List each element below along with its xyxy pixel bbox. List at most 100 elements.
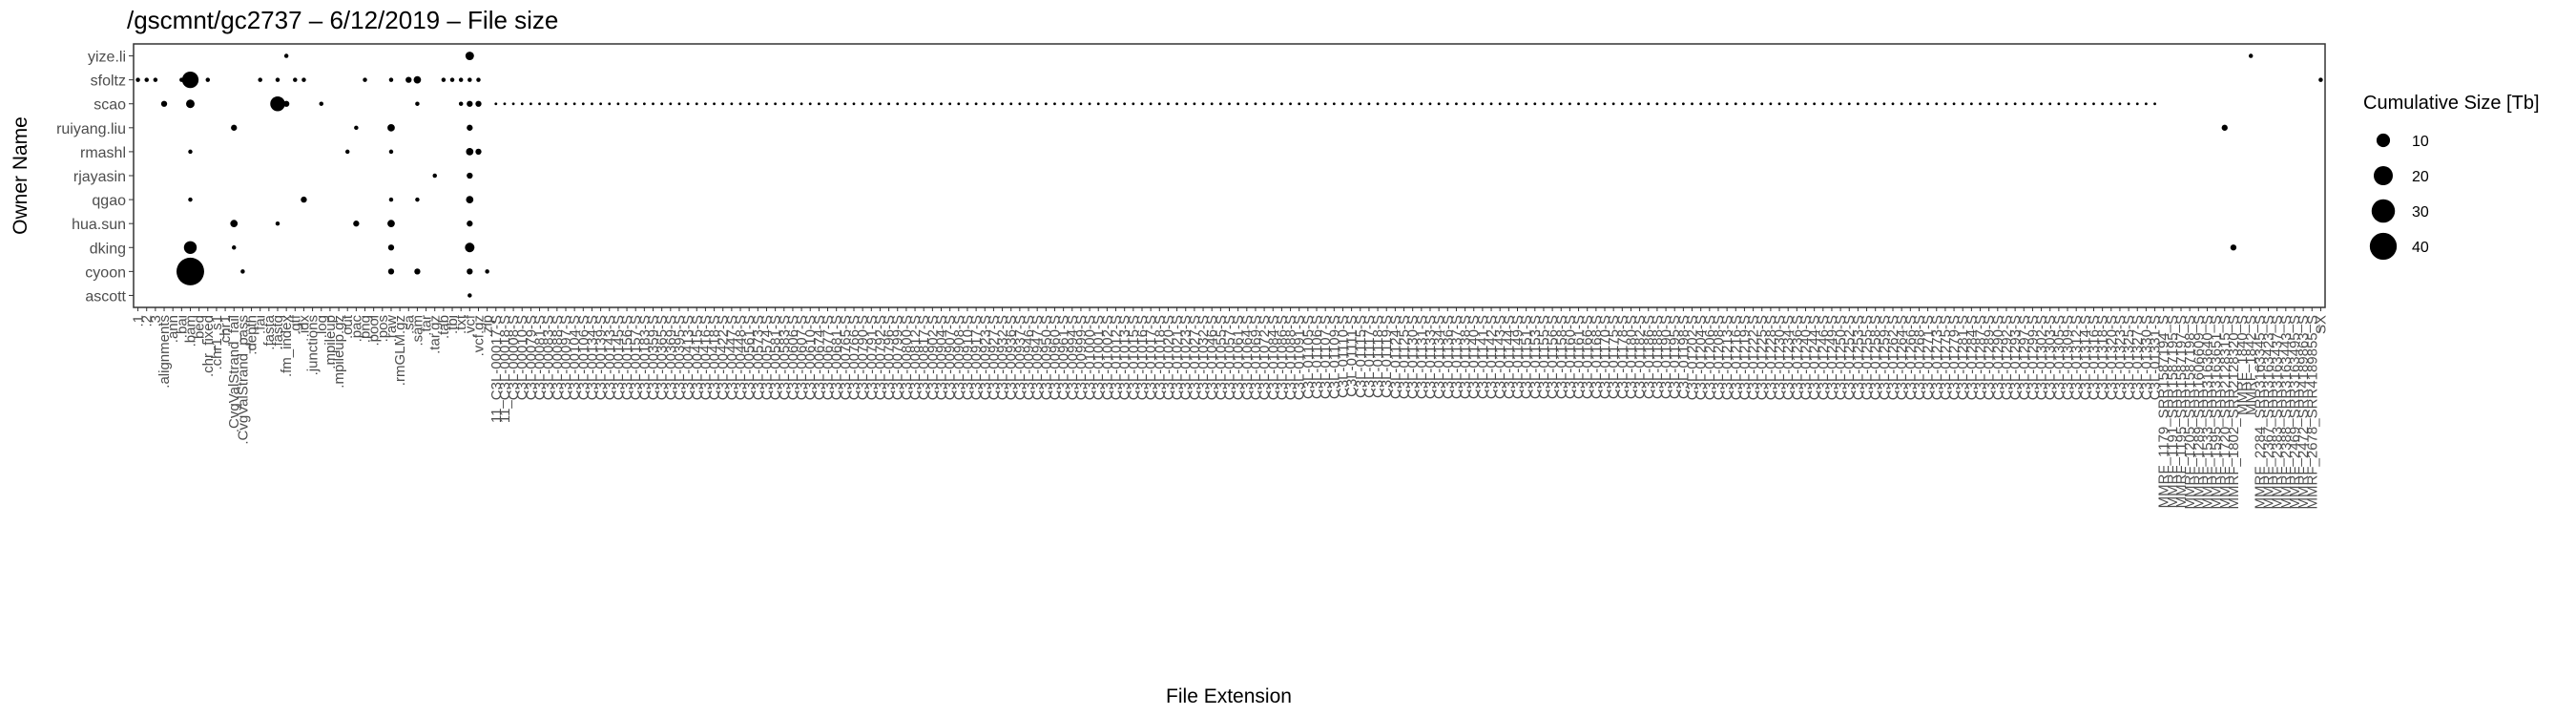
x-tick-label: C3L-00799-S: [890, 315, 906, 400]
x-tick-label: MMRF_2469_SRR3163495_S: [2287, 315, 2303, 509]
x-tick-label: .vcf: [462, 314, 478, 337]
data-point: [1132, 102, 1135, 106]
x-tick-label: C3L-00681-S: [829, 315, 845, 400]
data-point: [992, 102, 995, 106]
x-tick-label: C3L-00994-S: [1065, 315, 1081, 400]
data-point: [538, 102, 541, 106]
x-tick-label: C3L-01246-S: [1816, 315, 1832, 400]
x-tick-label: .chr_fixed: [200, 315, 217, 377]
data-point: [2135, 102, 2139, 106]
data-point: [1830, 102, 1834, 106]
x-tick-label: C3L-01131-S: [1414, 315, 1430, 399]
data-point: [176, 257, 204, 285]
data-point: [1105, 102, 1109, 106]
x-tick-label: C3L-01015-S: [1126, 315, 1142, 400]
data-point: [1769, 102, 1773, 106]
x-tick-label: C3L-01018-S: [1152, 315, 1168, 400]
x-tick-label: MMRF_1179_SRR1587194_S: [2156, 315, 2172, 508]
data-points: [135, 52, 2323, 298]
data-point: [835, 102, 839, 106]
x-tick-label: MMRF_1802_SRR2128320_S: [2226, 315, 2242, 509]
data-point: [1298, 102, 1301, 106]
data-point: [466, 196, 474, 203]
data-point: [983, 102, 987, 106]
data-point: [415, 197, 420, 202]
x-tick-label: C3L-01289-S: [1982, 315, 1998, 400]
x-tick-label: C3L-01153-S: [1527, 315, 1544, 399]
x-tick-label: .fai: [253, 315, 269, 334]
data-point: [1577, 102, 1580, 106]
x-tick-label: C3L-00561-S: [741, 315, 758, 400]
y-axis-title: Owner Name: [10, 116, 31, 235]
data-point: [1018, 102, 1022, 106]
data-point: [1341, 102, 1344, 106]
y-tick-label: hua.sun: [72, 217, 126, 233]
data-point: [293, 77, 298, 82]
data-point: [738, 102, 742, 106]
data-point: [467, 100, 473, 107]
data-point: [1857, 102, 1859, 106]
data-point: [1979, 102, 1982, 106]
x-tick-label: C3L-00418-S: [707, 315, 723, 400]
x-tick-label: C3L-01325-S: [2121, 315, 2137, 400]
x-tick-label: C3L-01279-S: [1946, 315, 1963, 400]
x-tick-label: C3L-00083-S: [541, 315, 557, 400]
x-tick-label: C3L-00947-S: [1029, 315, 1046, 400]
x-tick-label: C3L-01240-S: [1797, 315, 1814, 400]
data-point: [869, 102, 873, 106]
x-tick-label: C3L-01143-S: [1492, 315, 1508, 399]
data-point: [922, 102, 925, 106]
x-tick-label: .chr1_s1: [209, 315, 225, 370]
data-point: [861, 102, 864, 106]
data-point: [572, 102, 576, 106]
data-point: [467, 293, 472, 298]
x-tick-label: .CvgValStrand_pass: [235, 315, 251, 445]
x-tick-label: C3L-01271-S: [1921, 315, 1937, 400]
data-point: [344, 149, 350, 155]
x-tick-label: C3L-01206-S: [1702, 315, 1718, 400]
data-point: [503, 102, 507, 106]
x-tick-label: MMRF_2383_SRR3163437_S: [2270, 315, 2286, 509]
data-point: [1506, 102, 1510, 106]
data-point: [1210, 102, 1214, 106]
x-tick-label: C3L-01327-S: [2129, 315, 2146, 400]
data-point: [465, 242, 475, 253]
data-point: [1874, 102, 1878, 106]
x-axis-title: File Extension: [1166, 685, 1292, 707]
data-point: [1586, 102, 1589, 106]
data-point: [1594, 102, 1598, 106]
data-point: [1323, 102, 1327, 106]
data-point: [494, 102, 498, 106]
data-point: [1516, 102, 1519, 106]
data-point: [634, 102, 637, 106]
data-point: [2040, 102, 2043, 106]
x-tick-label: C3L-01141-S: [1475, 315, 1491, 399]
x-tick-label: MMRF_1842_S: [2243, 315, 2259, 415]
data-point: [232, 245, 237, 250]
x-tick-label: .3: [148, 315, 164, 327]
data-point: [475, 100, 482, 107]
data-point: [1716, 102, 1720, 106]
data-point: [387, 244, 395, 251]
x-tick-label: .zip: [480, 315, 496, 337]
x-tick-label: 11_C3L-00017-S: [488, 315, 505, 423]
x-tick-label: C3L-00447-S: [724, 315, 740, 400]
x-tick-label: C3L-01230-S: [1772, 315, 1788, 400]
x-tick-label: C3L-01168-S: [1589, 315, 1605, 399]
plot-panel: [133, 43, 2326, 308]
data-point: [2092, 102, 2095, 106]
data-point: [1603, 102, 1607, 106]
data-point: [879, 102, 882, 106]
data-point: [231, 124, 238, 131]
x-tick-label: C3L-00961-S: [1056, 315, 1072, 400]
data-point: [1542, 102, 1546, 106]
x-tick-label: C3L-01158-S: [1553, 315, 1569, 399]
data-point: [1813, 102, 1817, 106]
data-point: [1664, 102, 1668, 106]
data-point: [1096, 102, 1100, 106]
x-tick-label: C3L-00946-S: [1021, 315, 1037, 400]
data-point: [1847, 102, 1851, 106]
data-point: [1681, 102, 1685, 106]
x-tick-label: C3L-01299-S: [2025, 315, 2041, 400]
x-tick-label: C3L-00134-S: [584, 315, 600, 400]
